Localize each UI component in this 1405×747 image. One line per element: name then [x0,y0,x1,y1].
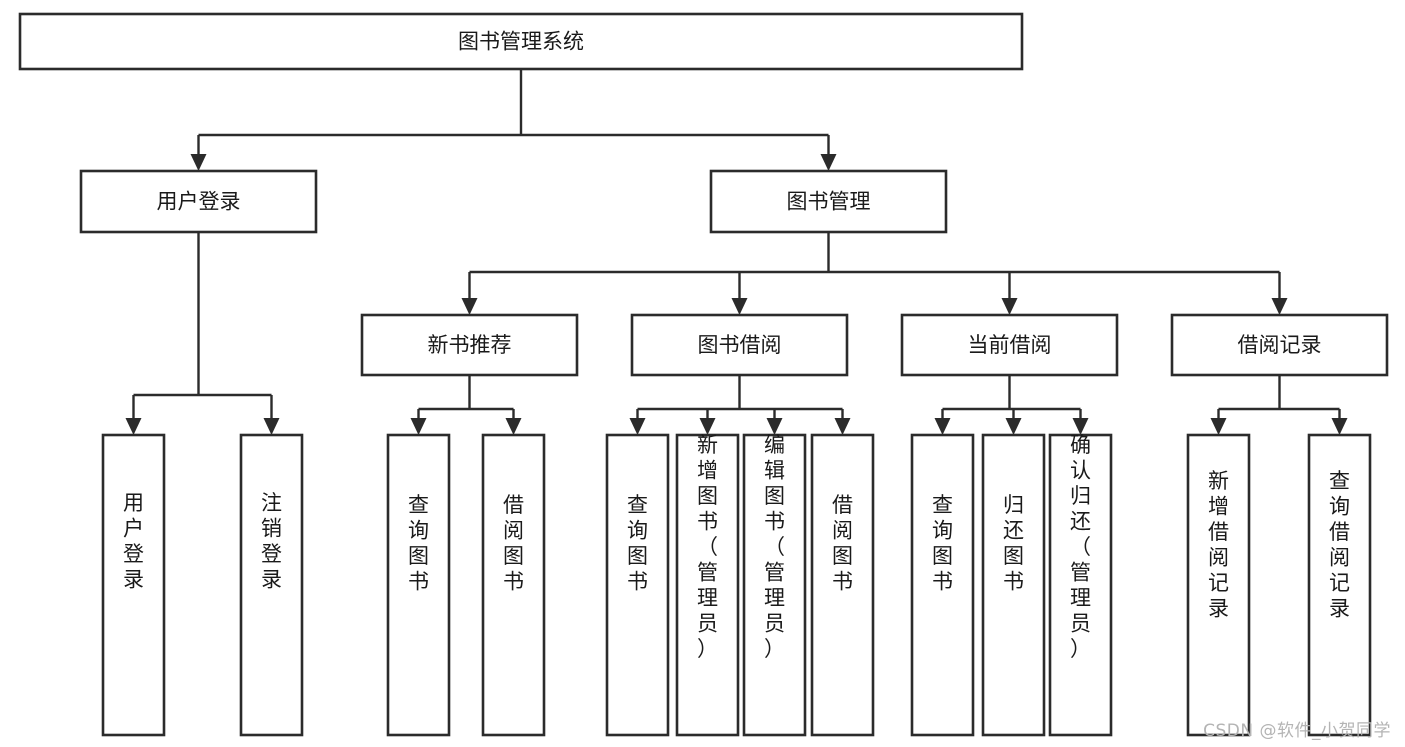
node-leaf-edit-book-label: 编辑图书（管理员） [764,433,785,661]
arrow-head-icon-leaf-user-login [125,418,142,435]
node-current-borrow-box[interactable] [900,313,1119,377]
node-leaf-return-book-label: 归还图书 [1003,493,1024,594]
node-leaf-user-login-label: 用户登录 [123,491,144,592]
node-book-borrow[interactable]: 图书借阅 [630,313,849,377]
node-leaf-confirm-return-label: 确认归还（管理员） [1070,433,1091,661]
node-leaf-confirm-return[interactable]: 确认归还（管理员） [1048,433,1113,737]
node-root[interactable]: 图书管理系统 [18,12,1024,71]
connectors-layer [125,69,1348,435]
node-root-label: 图书管理系统 [458,30,584,54]
arrow-head-icon-leaf-query-book-2 [629,418,646,435]
node-leaf-user-logout[interactable]: 注销登录 [239,433,304,737]
node-leaf-add-book-label: 新增图书（管理员） [697,433,718,661]
node-leaf-confirm-return-box[interactable] [1048,433,1113,737]
node-leaf-add-record-label: 新增借阅记录 [1208,469,1229,621]
arrow-head-icon-leaf-add-book [699,418,716,435]
node-current-borrow-label: 当前借阅 [968,333,1052,357]
node-leaf-query-book-1-box[interactable] [386,433,451,737]
node-leaf-query-book-3[interactable]: 查询图书 [910,433,975,737]
node-leaf-query-book-3-label: 查询图书 [932,493,953,594]
arrow-head-icon-leaf-query-record [1331,418,1348,435]
arrow-head-icon-leaf-query-book-3 [934,418,951,435]
watermark-text: CSDN @软件_小贺同学 [1203,721,1391,741]
node-leaf-query-book-2-label: 查询图书 [627,493,648,594]
node-book-management-label: 图书管理 [787,190,871,214]
node-leaf-borrow-book-2-label: 借阅图书 [832,493,853,594]
arrow-head-icon-leaf-borrow-book-1 [505,418,522,435]
arrow-head-icon-new-book-recommend [461,298,478,315]
node-book-management[interactable]: 图书管理 [709,169,948,234]
node-book-borrow-box[interactable] [630,313,849,377]
node-new-book-recommend[interactable]: 新书推荐 [360,313,579,377]
node-leaf-return-book-box[interactable] [981,433,1046,737]
node-leaf-query-book-1-label: 查询图书 [408,493,429,594]
node-leaf-add-book[interactable]: 新增图书（管理员） [675,433,740,737]
arrow-head-icon-leaf-borrow-book-2 [834,418,851,435]
node-user-login[interactable]: 用户登录 [79,169,318,234]
arrow-head-icon-leaf-user-logout [263,418,280,435]
node-borrow-record-box[interactable] [1170,313,1389,377]
arrow-head-icon-current-borrow [1001,298,1018,315]
node-leaf-query-book-1[interactable]: 查询图书 [386,433,451,737]
arrow-head-icon-leaf-return-book [1005,418,1022,435]
nodes-layer: 图书管理系统用户登录图书管理新书推荐图书借阅当前借阅借阅记录用户登录注销登录查询… [18,12,1389,737]
node-leaf-borrow-book-2[interactable]: 借阅图书 [810,433,875,737]
arrow-head-icon-book-management [820,154,837,171]
node-leaf-user-logout-box[interactable] [239,433,304,737]
node-current-borrow[interactable]: 当前借阅 [900,313,1119,377]
node-leaf-query-book-3-box[interactable] [910,433,975,737]
node-leaf-borrow-book-1[interactable]: 借阅图书 [481,433,546,737]
arrow-head-icon-user-login [190,154,207,171]
node-leaf-add-record[interactable]: 新增借阅记录 [1186,433,1251,737]
arrow-head-icon-leaf-confirm-return [1072,418,1089,435]
node-leaf-return-book[interactable]: 归还图书 [981,433,1046,737]
node-leaf-add-book-box[interactable] [675,433,740,737]
arrow-head-icon-leaf-query-book-1 [410,418,427,435]
arrow-head-icon-leaf-edit-book [766,418,783,435]
node-leaf-borrow-book-1-label: 借阅图书 [503,493,524,594]
arrow-head-icon-borrow-record [1271,298,1288,315]
node-borrow-record[interactable]: 借阅记录 [1170,313,1389,377]
node-new-book-recommend-box[interactable] [360,313,579,377]
node-leaf-query-record[interactable]: 查询借阅记录 [1307,433,1372,737]
node-new-book-recommend-label: 新书推荐 [428,333,512,357]
node-user-login-label: 用户登录 [157,190,241,214]
node-book-borrow-label: 图书借阅 [698,333,782,357]
node-leaf-query-book-2[interactable]: 查询图书 [605,433,670,737]
node-leaf-add-record-box[interactable] [1186,433,1251,737]
node-user-login-box[interactable] [79,169,318,234]
node-leaf-borrow-book-1-box[interactable] [481,433,546,737]
node-leaf-query-record-label: 查询借阅记录 [1329,469,1350,621]
node-leaf-user-logout-label: 注销登录 [261,491,282,592]
node-leaf-edit-book[interactable]: 编辑图书（管理员） [742,433,807,737]
node-leaf-borrow-book-2-box[interactable] [810,433,875,737]
node-leaf-edit-book-box[interactable] [742,433,807,737]
node-leaf-user-login-box[interactable] [101,433,166,737]
arrow-head-icon-leaf-add-record [1210,418,1227,435]
node-leaf-query-book-2-box[interactable] [605,433,670,737]
node-leaf-user-login[interactable]: 用户登录 [101,433,166,737]
node-borrow-record-label: 借阅记录 [1238,333,1322,357]
arrow-head-icon-book-borrow [731,298,748,315]
node-root-box[interactable] [18,12,1024,71]
node-leaf-query-record-box[interactable] [1307,433,1372,737]
node-book-management-box[interactable] [709,169,948,234]
